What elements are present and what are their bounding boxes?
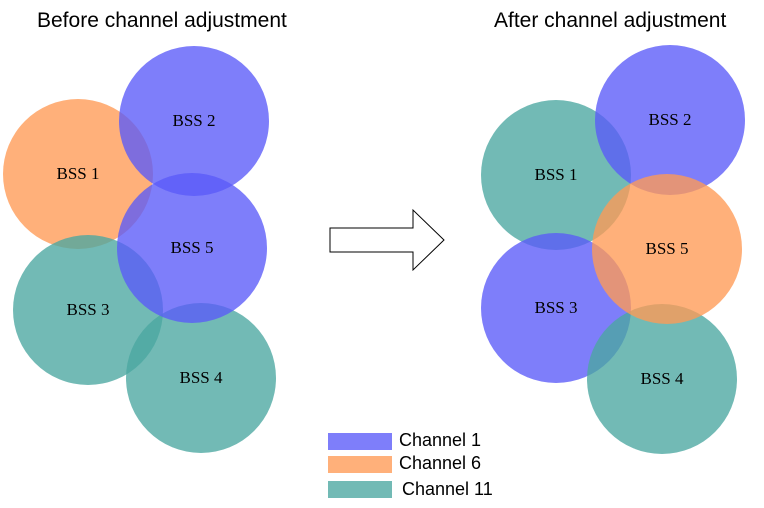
before-bss-5-label: BSS 5 (171, 238, 214, 257)
before-bss-2-circle (119, 46, 269, 196)
after-bss-4-circle (587, 304, 737, 454)
before-bss-4-label: BSS 4 (180, 368, 223, 387)
title-after: After channel adjustment (494, 9, 726, 32)
after-bss-2-circle (595, 45, 745, 195)
after-bss-1-label: BSS 1 (535, 165, 578, 184)
legend-swatch-channel-6 (328, 456, 392, 473)
legend-swatch-channel-11 (328, 481, 392, 498)
before-panel: BSS 1 BSS 2 BSS 3 BSS 4 BSS 5 (3, 46, 276, 453)
after-bss-4-label: BSS 4 (641, 369, 684, 388)
before-bss-3-label: BSS 3 (67, 300, 110, 319)
after-bss-3-circle (481, 233, 631, 383)
after-bss-2-label: BSS 2 (649, 110, 692, 129)
legend-label-channel-1: Channel 1 (399, 430, 481, 450)
right-arrow-icon (329, 208, 445, 272)
legend-swatch-channel-1 (328, 433, 392, 450)
after-bss-3-label: BSS 3 (535, 298, 578, 317)
legend-label-channel-6: Channel 6 (399, 453, 481, 473)
before-bss-5-circle (117, 173, 267, 323)
before-bss-1-circle (3, 99, 153, 249)
after-bss-5-label: BSS 5 (646, 239, 689, 258)
title-before: Before channel adjustment (37, 9, 287, 32)
legend: Channel 1 Channel 6 Channel 11 (328, 430, 493, 499)
after-bss-1-circle (481, 100, 631, 250)
after-bss-5-circle (592, 174, 742, 324)
legend-label-channel-11: Channel 11 (402, 479, 493, 499)
before-bss-1-label: BSS 1 (57, 164, 100, 183)
before-bss-2-label: BSS 2 (173, 111, 216, 130)
after-panel: BSS 1 BSS 2 BSS 3 BSS 4 BSS 5 (481, 45, 745, 454)
before-bss-4-circle (126, 303, 276, 453)
